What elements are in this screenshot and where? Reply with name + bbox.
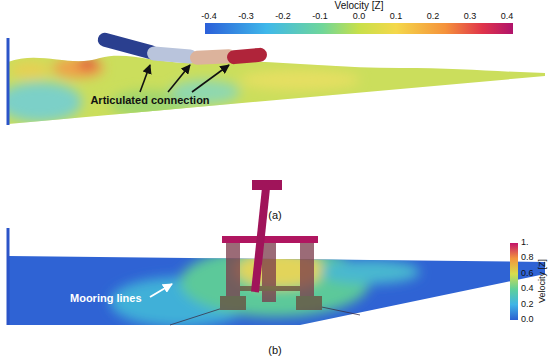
brace [240, 286, 300, 291]
callout-label: Articulated connection [90, 94, 209, 106]
callout-label: Mooring lines [70, 292, 142, 304]
tick-label: -0.1 [312, 12, 328, 22]
tick-label: -0.2 [275, 12, 291, 22]
tick-label: 0.3 [464, 12, 477, 22]
column [226, 240, 240, 302]
tick-label: 0.0 [353, 12, 366, 22]
nacelle [252, 180, 282, 190]
tank-wall [7, 228, 10, 325]
tick-label: 0.4 [521, 284, 534, 294]
tick-label: 0.0 [521, 315, 534, 325]
velocity-patch [10, 62, 50, 78]
tick-label: 0.6 [521, 269, 534, 279]
tower [255, 188, 266, 292]
pontoon [220, 296, 246, 310]
pontoon [296, 296, 322, 310]
panel-label: (b) [268, 344, 281, 356]
tick-label: 0.2 [427, 12, 440, 22]
floating-body [146, 46, 197, 64]
leader-arrow [168, 65, 190, 92]
tick-label: 0.2 [521, 300, 534, 310]
deck [222, 236, 318, 243]
leader-arrow [150, 284, 172, 297]
colorbar [205, 23, 513, 34]
platform [170, 240, 360, 325]
column [262, 240, 276, 302]
tick-label: 1. [521, 238, 529, 248]
wave-tank [0, 40, 550, 130]
tick-label: 0.4 [501, 12, 514, 22]
colorbar-title: Velocity [Z] [335, 0, 384, 11]
column [300, 240, 314, 302]
tick-label: -0.3 [238, 12, 254, 22]
tank-wall [7, 38, 10, 125]
water-field [0, 40, 550, 130]
tick-label: 0.8 [521, 253, 534, 263]
velocity-patch [320, 260, 420, 284]
tick-label: -0.4 [201, 12, 217, 22]
leader-arrow [192, 65, 229, 92]
velocity-patch [52, 58, 104, 78]
tick-label: 0.1 [390, 12, 403, 22]
velocity-patch [0, 82, 82, 122]
floating-body [226, 47, 267, 64]
panel-label: (a) [268, 209, 281, 221]
leader-arrow [140, 65, 150, 92]
colorbar-title: Velocity [Z] [538, 259, 548, 303]
velocity-patch [78, 58, 98, 70]
colorbar [510, 243, 518, 320]
velocity-patch [240, 70, 360, 90]
